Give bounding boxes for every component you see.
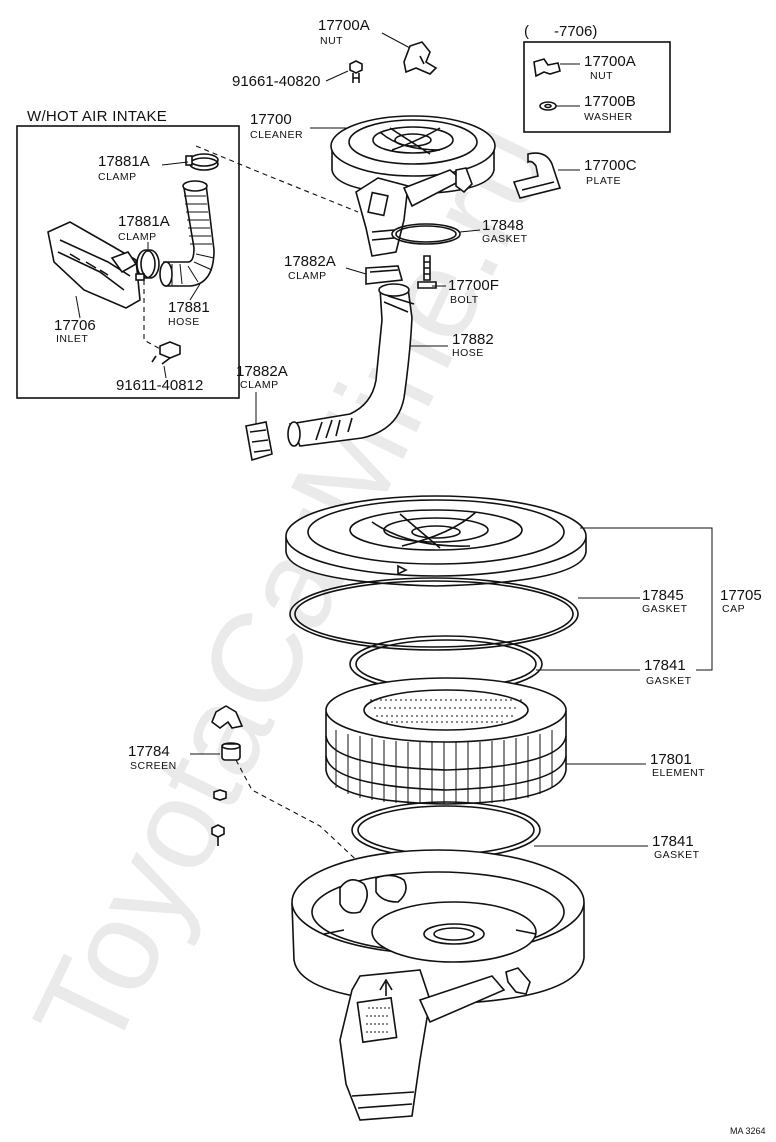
label-17705: 17705 CAP <box>720 587 762 615</box>
svg-text:17801: 17801 <box>650 751 692 768</box>
svg-text:BOLT: BOLT <box>450 294 479 306</box>
svg-text:17700B: 17700B <box>584 93 636 110</box>
label-17882: 17882 HOSE <box>452 331 494 359</box>
label-17882a-low: 17882A CLAMP <box>236 363 288 391</box>
diagram-code: MA 3264 <box>730 1126 766 1136</box>
label-17881a-mid: 17881A CLAMP <box>118 213 170 243</box>
part-labels: 17700A NUT 91661-40820 17700 CLEANER 177… <box>54 17 762 861</box>
clamp-17881a-top-drawing <box>185 153 219 171</box>
inlet-17706-drawing <box>47 221 141 309</box>
label-17784: 17784 SCREEN <box>128 743 177 772</box>
hot-air-intake-box: W/HOT AIR INTAKE <box>16 108 240 399</box>
svg-text:HOSE: HOSE <box>452 347 484 359</box>
svg-text:GASKET: GASKET <box>654 849 700 861</box>
label-17801: 17801 ELEMENT <box>650 751 705 779</box>
svg-text:CLAMP: CLAMP <box>240 379 279 391</box>
hose-17882-drawing <box>287 283 415 447</box>
svg-text:CLEANER: CLEANER <box>250 129 303 141</box>
svg-text:91661-40820: 91661-40820 <box>232 73 320 90</box>
svg-text:17882: 17882 <box>452 331 494 348</box>
svg-text:17700A: 17700A <box>318 17 370 34</box>
label-17841-low: 17841 GASKET <box>652 833 700 861</box>
label-17700c: 17700C PLATE <box>584 157 637 187</box>
svg-text:PLATE: PLATE <box>586 175 621 187</box>
svg-text:17881A: 17881A <box>118 213 170 230</box>
svg-text:91611-40812: 91611-40812 <box>116 377 203 394</box>
svg-text:17882A: 17882A <box>236 363 288 380</box>
clamp-17882a-low-drawing <box>245 421 273 462</box>
label-17882a-top: 17882A CLAMP <box>284 253 336 282</box>
bolt-91611-drawing <box>151 341 181 365</box>
label-17700a-top: 17700A NUT <box>318 17 370 47</box>
cap-17705-drawing <box>285 495 587 587</box>
svg-text:17705: 17705 <box>720 587 762 604</box>
svg-text:NUT: NUT <box>320 35 343 47</box>
svg-text:17784: 17784 <box>128 743 170 760</box>
dashed-guide-inlet <box>143 280 163 351</box>
prior-parts-box: ( -7706) <box>523 23 671 133</box>
svg-text:SCREEN: SCREEN <box>130 760 177 772</box>
plate-17700c-drawing <box>512 152 562 199</box>
cleaner-17700-drawing <box>330 115 496 257</box>
svg-text:17841: 17841 <box>644 657 686 674</box>
gasket-17848-drawing <box>391 223 461 245</box>
cleaner-body-drawing <box>291 849 585 1121</box>
label-17700-cleaner: 17700 CLEANER <box>250 111 303 141</box>
label-17881: 17881 HOSE <box>168 299 210 328</box>
bolt-91661-drawing <box>349 60 363 83</box>
prior-box-title: ( -7706) <box>524 23 597 40</box>
svg-text:17845: 17845 <box>642 587 684 604</box>
clamp-17881a-mid-drawing <box>135 249 160 281</box>
svg-text:17700C: 17700C <box>584 157 637 174</box>
svg-text:17848: 17848 <box>482 217 524 234</box>
nut-17700a-top-drawing <box>403 41 438 75</box>
svg-text:GASKET: GASKET <box>646 675 692 687</box>
bolt-17700f-drawing <box>417 255 437 289</box>
screen-17784-drawing <box>211 705 244 846</box>
label-91661-40820: 91661-40820 <box>232 73 320 90</box>
svg-text:17700F: 17700F <box>448 277 499 294</box>
svg-text:CLAMP: CLAMP <box>288 270 327 282</box>
element-17801-drawing <box>325 677 567 805</box>
svg-text:17700A: 17700A <box>584 53 636 70</box>
svg-text:NUT: NUT <box>590 70 613 82</box>
svg-text:GASKET: GASKET <box>482 233 528 245</box>
svg-text:ELEMENT: ELEMENT <box>652 767 705 779</box>
label-17841-top: 17841 GASKET <box>644 657 692 687</box>
svg-text:HOSE: HOSE <box>168 316 200 328</box>
label-17700f: 17700F BOLT <box>448 277 499 306</box>
hot-air-intake-title: W/HOT AIR INTAKE <box>27 108 167 125</box>
label-17848: 17848 GASKET <box>482 217 528 245</box>
svg-text:INLET: INLET <box>56 333 88 345</box>
gasket-17845-drawing <box>289 577 579 651</box>
label-17700a-box: 17700A NUT <box>584 53 636 82</box>
svg-text:17700: 17700 <box>250 111 292 128</box>
leader-lines <box>75 32 713 847</box>
svg-text:GASKET: GASKET <box>642 603 688 615</box>
clamp-17882a-top-drawing <box>365 265 404 285</box>
svg-text:WASHER: WASHER <box>584 111 633 123</box>
svg-text:CAP: CAP <box>722 603 745 615</box>
label-17700b: 17700B WASHER <box>584 93 636 123</box>
svg-text:CLAMP: CLAMP <box>118 231 157 243</box>
svg-text:17881: 17881 <box>168 299 210 316</box>
svg-text:CLAMP: CLAMP <box>98 171 137 183</box>
svg-text:17881A: 17881A <box>98 153 150 170</box>
label-17706: 17706 INLET <box>54 317 96 345</box>
label-91611-40812: 91611-40812 <box>116 377 203 394</box>
svg-text:17882A: 17882A <box>284 253 336 270</box>
label-17845: 17845 GASKET <box>642 587 688 615</box>
svg-text:17841: 17841 <box>652 833 694 850</box>
svg-text:17706: 17706 <box>54 317 96 334</box>
hose-17881-drawing <box>159 180 215 287</box>
label-17881a-top: 17881A CLAMP <box>98 153 150 183</box>
dashed-guide-clamp <box>195 145 359 213</box>
